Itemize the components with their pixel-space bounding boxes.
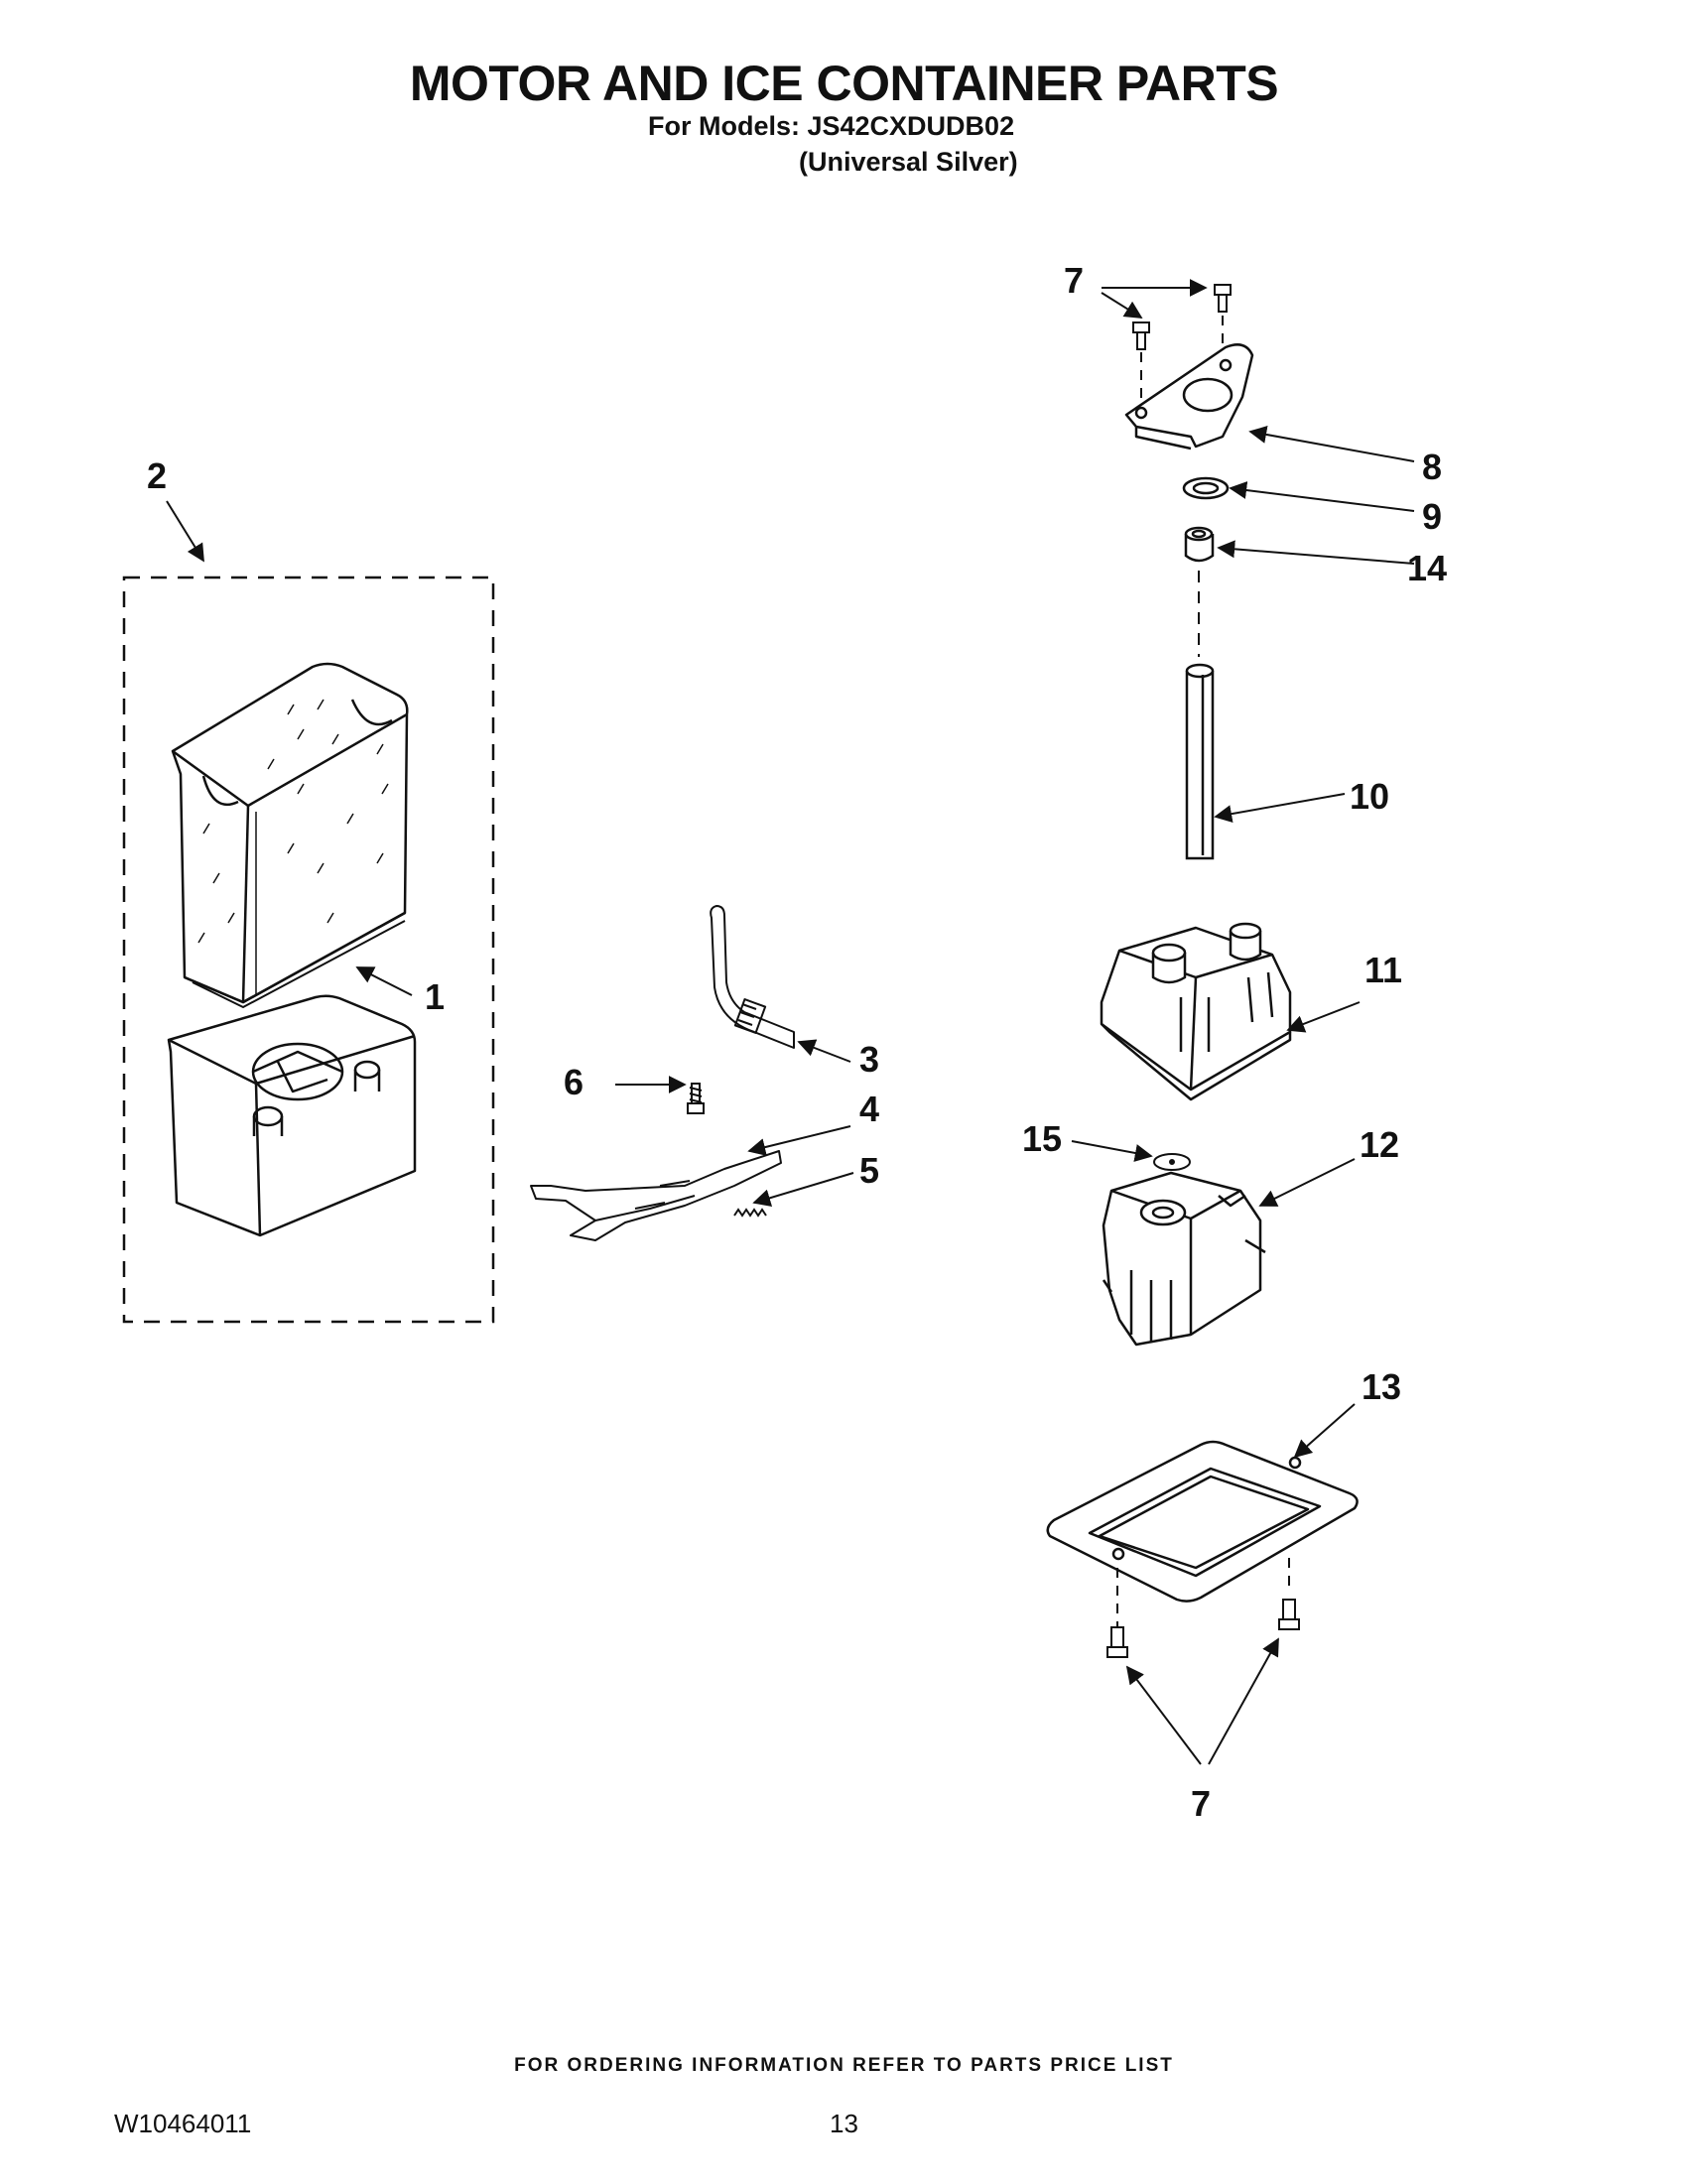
part-6-screw [687, 1083, 705, 1114]
ice-bin-base-part [167, 994, 417, 1237]
part-10-shaft [1185, 663, 1215, 860]
callout-13: 13 [1362, 1366, 1401, 1407]
page-title: MOTOR AND ICE CONTAINER PARTS [409, 56, 1279, 111]
ice-bin-part [171, 662, 409, 1008]
part-11-motor-cover [1100, 922, 1292, 1101]
part-7-top-screws [1132, 284, 1232, 407]
part-4-lever [530, 1150, 782, 1241]
callout-10: 10 [1350, 776, 1389, 817]
callout-11: 11 [1364, 950, 1402, 990]
part-8-bracket-plate [1124, 343, 1254, 450]
callout-2: 2 [147, 455, 167, 496]
callout-5: 5 [859, 1150, 879, 1191]
callout-3: 3 [859, 1039, 879, 1080]
callout-9: 9 [1422, 496, 1442, 537]
part-12-motor [1102, 1171, 1266, 1347]
part-7-bottom-screws [1106, 1558, 1300, 1658]
part-9-washer [1182, 476, 1230, 500]
callout-14: 14 [1407, 548, 1447, 588]
assembly-2-dashed-box [122, 576, 495, 1324]
part-5-spring [733, 1208, 767, 1218]
models-line: For Models: JS42CXDUDB02 [648, 111, 1015, 141]
callout-6: 6 [564, 1062, 584, 1102]
callout-7-bottom: 7 [1191, 1783, 1211, 1824]
callout-7-top: 7 [1064, 260, 1084, 301]
part-14-bushing [1184, 526, 1215, 563]
leader-arrows [166, 279, 1415, 1765]
callout-1: 1 [425, 976, 445, 1017]
part-15-washer [1153, 1153, 1191, 1171]
ordering-note: FOR ORDERING INFORMATION REFER TO PARTS … [514, 2055, 1174, 2076]
callout-12: 12 [1360, 1124, 1399, 1165]
callout-15: 15 [1022, 1118, 1062, 1159]
callout-8: 8 [1422, 447, 1442, 487]
part-13-gasket [1046, 1440, 1359, 1603]
document-number: W10464011 [114, 2109, 252, 2138]
page-number: 13 [830, 2109, 858, 2138]
part-3-bracket [710, 905, 795, 1049]
callout-4: 4 [859, 1089, 879, 1129]
color-line: (Universal Silver) [799, 147, 1018, 177]
